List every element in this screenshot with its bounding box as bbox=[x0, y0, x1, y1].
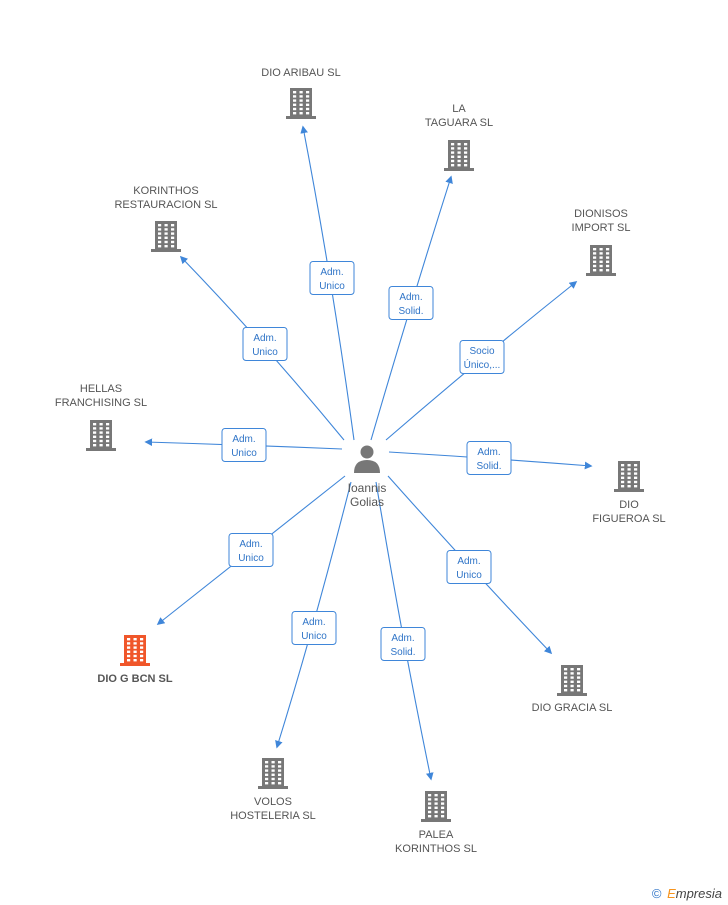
company-name: DIONISOS bbox=[574, 208, 628, 220]
company-node-dionisos-import[interactable]: DIONISOS IMPORT SL bbox=[572, 208, 631, 276]
edge-dio-figueroa: Adm. Solid. bbox=[388, 441, 593, 475]
role-text: Unico bbox=[252, 347, 278, 358]
role-text: Adm. bbox=[302, 617, 325, 628]
company-name: FIGUEROA SL bbox=[592, 513, 665, 525]
role-text: Adm. bbox=[477, 447, 500, 458]
role-text: Adm. bbox=[239, 539, 262, 550]
company-name: VOLOS bbox=[254, 796, 292, 808]
building-icon-highlight[interactable] bbox=[120, 635, 150, 666]
company-name: PALEA bbox=[419, 829, 454, 841]
role-text: Unico bbox=[238, 553, 264, 564]
company-node-dio-aribau[interactable]: DIO ARIBAU SL bbox=[261, 67, 341, 119]
company-name: KORINTHOS bbox=[133, 185, 198, 197]
company-node-hellas-franchising[interactable]: HELLAS FRANCHISING SL bbox=[55, 383, 147, 451]
company-node-dio-g-bcn[interactable]: DIO G BCN SL bbox=[97, 635, 173, 685]
copyright-symbol: © bbox=[651, 886, 662, 901]
person-name: Golias bbox=[350, 495, 384, 509]
role-badge[interactable]: Adm. Solid. bbox=[380, 627, 426, 661]
role-text: Solid. bbox=[398, 306, 423, 317]
role-badge[interactable]: Adm. Unico bbox=[242, 327, 288, 361]
role-badge[interactable]: Adm. Solid. bbox=[466, 441, 512, 475]
building-icon[interactable] bbox=[586, 245, 616, 276]
role-badge[interactable]: Adm. Unico bbox=[221, 428, 267, 462]
edge-palea-korinthos: Adm. Solid. bbox=[375, 481, 434, 781]
company-name: DIO G BCN SL bbox=[97, 673, 172, 685]
building-icon[interactable] bbox=[614, 461, 644, 492]
company-node-dio-figueroa[interactable]: DIO FIGUEROA SL bbox=[592, 461, 666, 525]
edge-volos-hosteleria: Adm. Unico bbox=[275, 481, 352, 749]
edge-dio-g-bcn: Adm. Unico bbox=[156, 475, 346, 625]
role-text: Adm. bbox=[253, 333, 276, 344]
role-text: Adm. bbox=[457, 556, 480, 567]
role-badge[interactable]: Adm. Unico bbox=[446, 550, 492, 584]
brand-logo: Empresia bbox=[667, 886, 722, 901]
company-name: FRANCHISING SL bbox=[55, 397, 147, 409]
role-text: Unico bbox=[456, 570, 482, 581]
role-text: Adm. bbox=[232, 434, 255, 445]
company-node-palea-korinthos[interactable]: PALEA KORINTHOS SL bbox=[395, 791, 477, 855]
nodes-layer: DIO ARIBAU SL LA TAGUARA SL KORINTHOS RESTAU… bbox=[55, 67, 666, 855]
role-text: Único,... bbox=[464, 358, 501, 371]
company-node-korinthos-restauracion[interactable]: KORINTHOS RESTAURACION SL bbox=[114, 185, 218, 252]
edge-dionisos-import: SocioÚnico,... bbox=[385, 281, 578, 441]
edge-hellas-franchising: Adm. Unico bbox=[144, 428, 343, 462]
building-icon[interactable] bbox=[557, 665, 587, 696]
building-icon[interactable] bbox=[444, 140, 474, 171]
role-text: Solid. bbox=[476, 461, 501, 472]
building-icon[interactable] bbox=[286, 88, 316, 119]
role-text: Unico bbox=[319, 281, 345, 292]
role-text: Unico bbox=[231, 448, 257, 459]
building-icon[interactable] bbox=[421, 791, 451, 822]
company-name: DIO bbox=[619, 499, 639, 511]
company-name: RESTAURACION SL bbox=[114, 199, 217, 211]
company-name: HOSTELERIA SL bbox=[230, 810, 316, 822]
company-name: KORINTHOS SL bbox=[395, 843, 477, 855]
role-text: Adm. bbox=[391, 633, 414, 644]
person-name: Ioannis bbox=[348, 481, 387, 495]
company-name: LA bbox=[452, 103, 466, 115]
company-name: TAGUARA SL bbox=[425, 117, 493, 129]
role-badge[interactable]: Adm. Unico bbox=[291, 611, 337, 645]
edge-dio-gracia: Adm. Unico bbox=[387, 475, 553, 655]
building-icon[interactable] bbox=[258, 758, 288, 789]
footer-brand[interactable]: © Empresia bbox=[652, 886, 722, 901]
role-badge[interactable]: Adm. Solid. bbox=[388, 286, 434, 320]
building-icon[interactable] bbox=[151, 221, 181, 252]
company-name: DIO ARIBAU SL bbox=[261, 67, 340, 79]
company-node-la-taguara[interactable]: LA TAGUARA SL bbox=[425, 103, 493, 171]
company-node-dio-gracia[interactable]: DIO GRACIA SL bbox=[532, 665, 613, 714]
edge-la-taguara: Adm. Solid. bbox=[370, 175, 453, 441]
company-name: IMPORT SL bbox=[572, 222, 631, 234]
edge-dio-aribau: Adm. Unico bbox=[300, 125, 355, 441]
building-icon[interactable] bbox=[86, 420, 116, 451]
role-badge[interactable]: Adm. Unico bbox=[228, 533, 274, 567]
role-text: Solid. bbox=[390, 647, 415, 658]
role-badge[interactable]: Adm. Unico bbox=[309, 261, 355, 295]
role-text: Socio bbox=[469, 346, 494, 357]
role-text: Unico bbox=[301, 631, 327, 642]
person-icon bbox=[354, 445, 380, 473]
role-text: Adm. bbox=[320, 267, 343, 278]
company-node-volos-hosteleria[interactable]: VOLOS HOSTELERIA SL bbox=[230, 758, 316, 822]
company-name: DIO GRACIA SL bbox=[532, 702, 613, 714]
company-name: HELLAS bbox=[80, 383, 122, 395]
edge-korinthos-restauracion: Adm. Unico bbox=[179, 255, 345, 441]
role-badge[interactable]: SocioÚnico,... bbox=[459, 340, 505, 374]
role-text: Adm. bbox=[399, 292, 422, 303]
